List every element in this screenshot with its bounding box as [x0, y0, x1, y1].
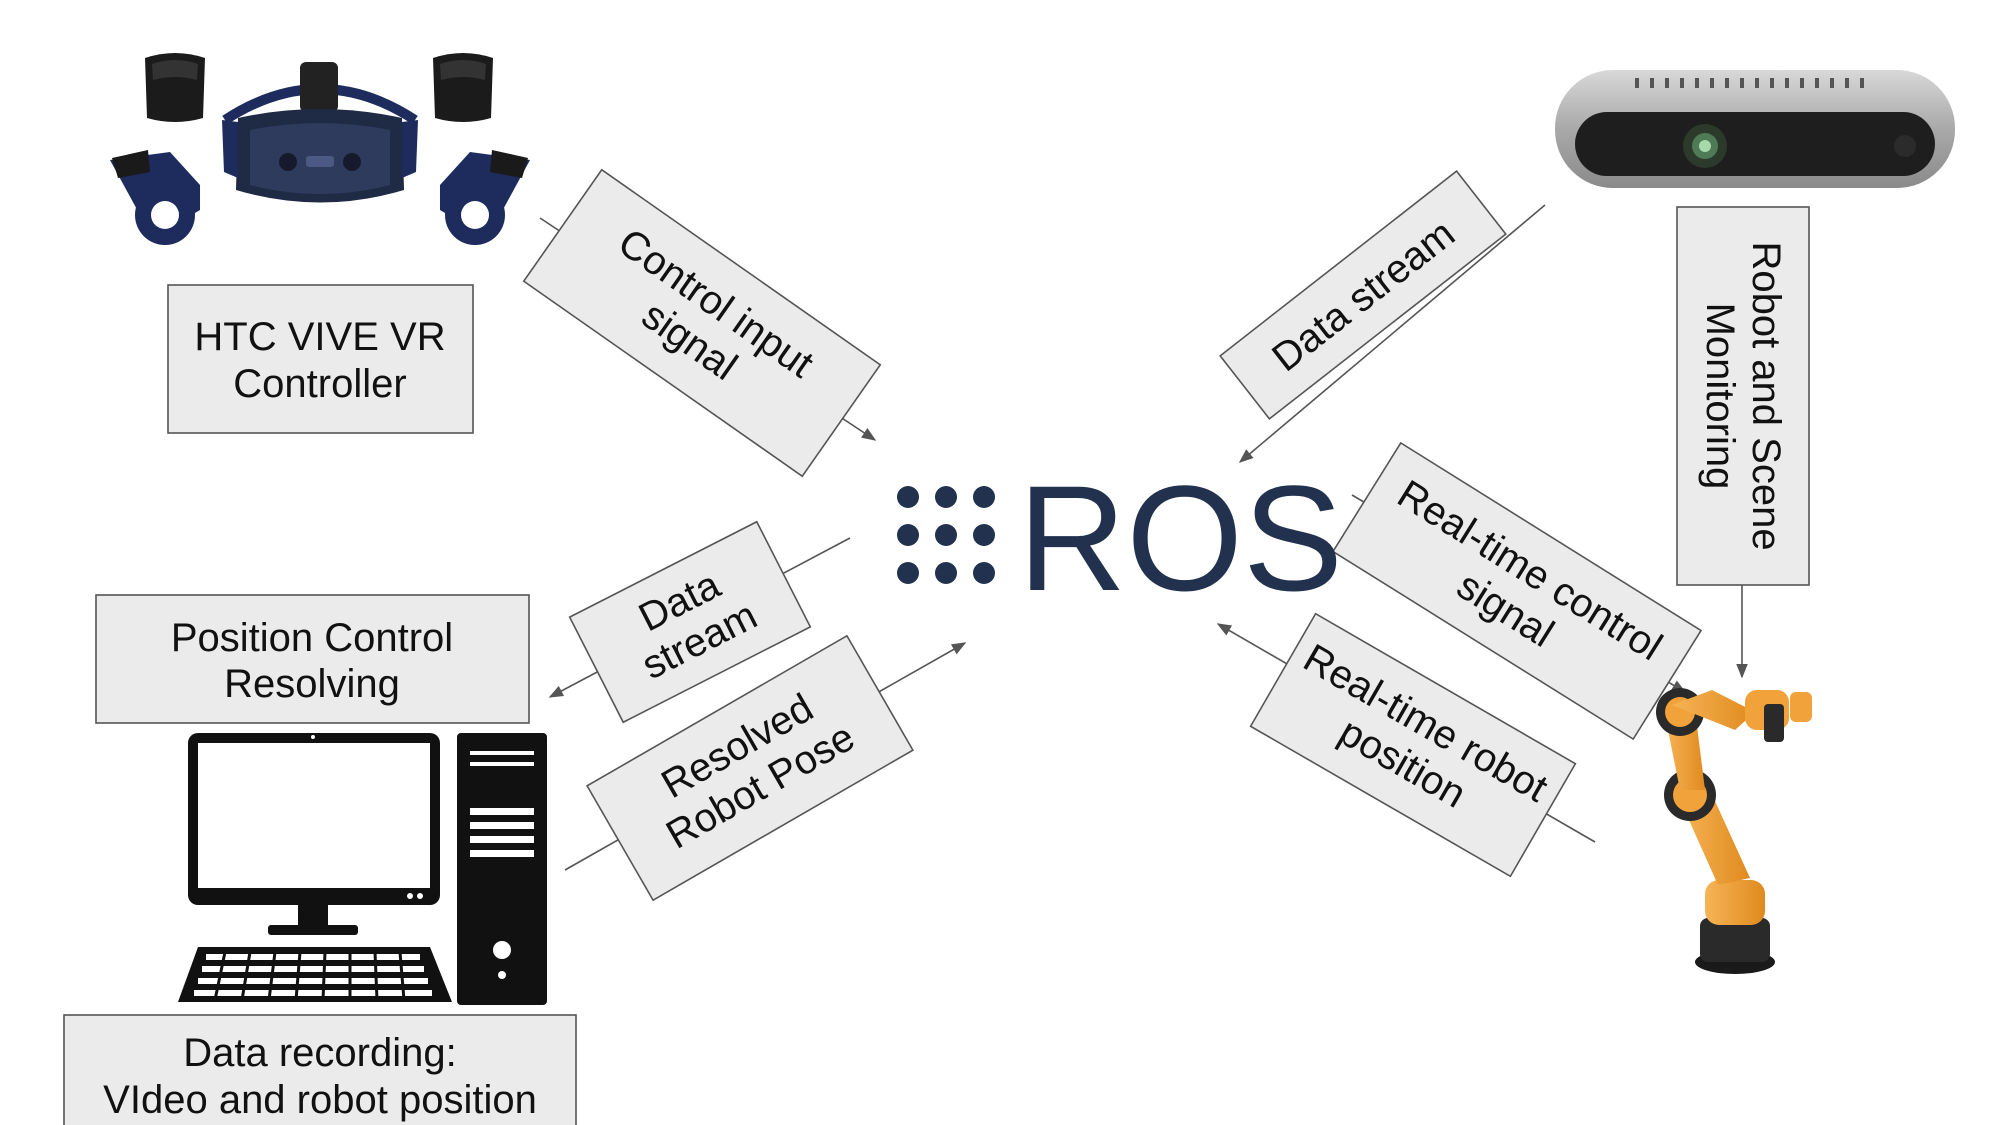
vr-controller-label-2: Controller: [233, 362, 406, 406]
flow-label-control-input: Control input signal: [522, 168, 882, 478]
flow-label-camera-data-stream: Data stream: [1219, 170, 1507, 420]
ros-logo-text: ROS: [1018, 454, 1343, 622]
arrow-camera-to-ros: [1238, 204, 1546, 463]
robot-arm-icon: [1656, 688, 1812, 974]
data-recording-box: Data recording: VIdeo and robot position: [63, 1014, 577, 1125]
ros-logo: ROS: [897, 454, 1343, 622]
position-control-label-1: Position Control: [171, 616, 453, 660]
desktop-computer-icon: [178, 733, 547, 1005]
data-recording-label-2: VIdeo and robot position: [103, 1078, 537, 1122]
vr-headset-kit-icon: [110, 53, 530, 245]
monitoring-label-1: Robot and Scene: [1744, 241, 1788, 550]
vr-controller-box: HTC VIVE VR Controller: [167, 284, 474, 434]
svg-text:Data stream: Data stream: [1264, 211, 1463, 380]
flow-label-resolved-pose: Resolved Robot Pose: [586, 634, 914, 902]
monitoring-label-2: Monitoring: [1698, 303, 1742, 490]
ros-dots-icon: [897, 486, 995, 584]
monitoring-box: Robot and Scene Monitoring: [1676, 206, 1810, 586]
position-control-box: Position Control Resolving: [95, 594, 530, 724]
data-recording-label-1: Data recording:: [183, 1031, 456, 1075]
position-control-label-2: Resolving: [224, 662, 400, 706]
depth-camera-icon: [1555, 70, 1955, 188]
vr-controller-label-1: HTC VIVE VR: [194, 315, 445, 359]
